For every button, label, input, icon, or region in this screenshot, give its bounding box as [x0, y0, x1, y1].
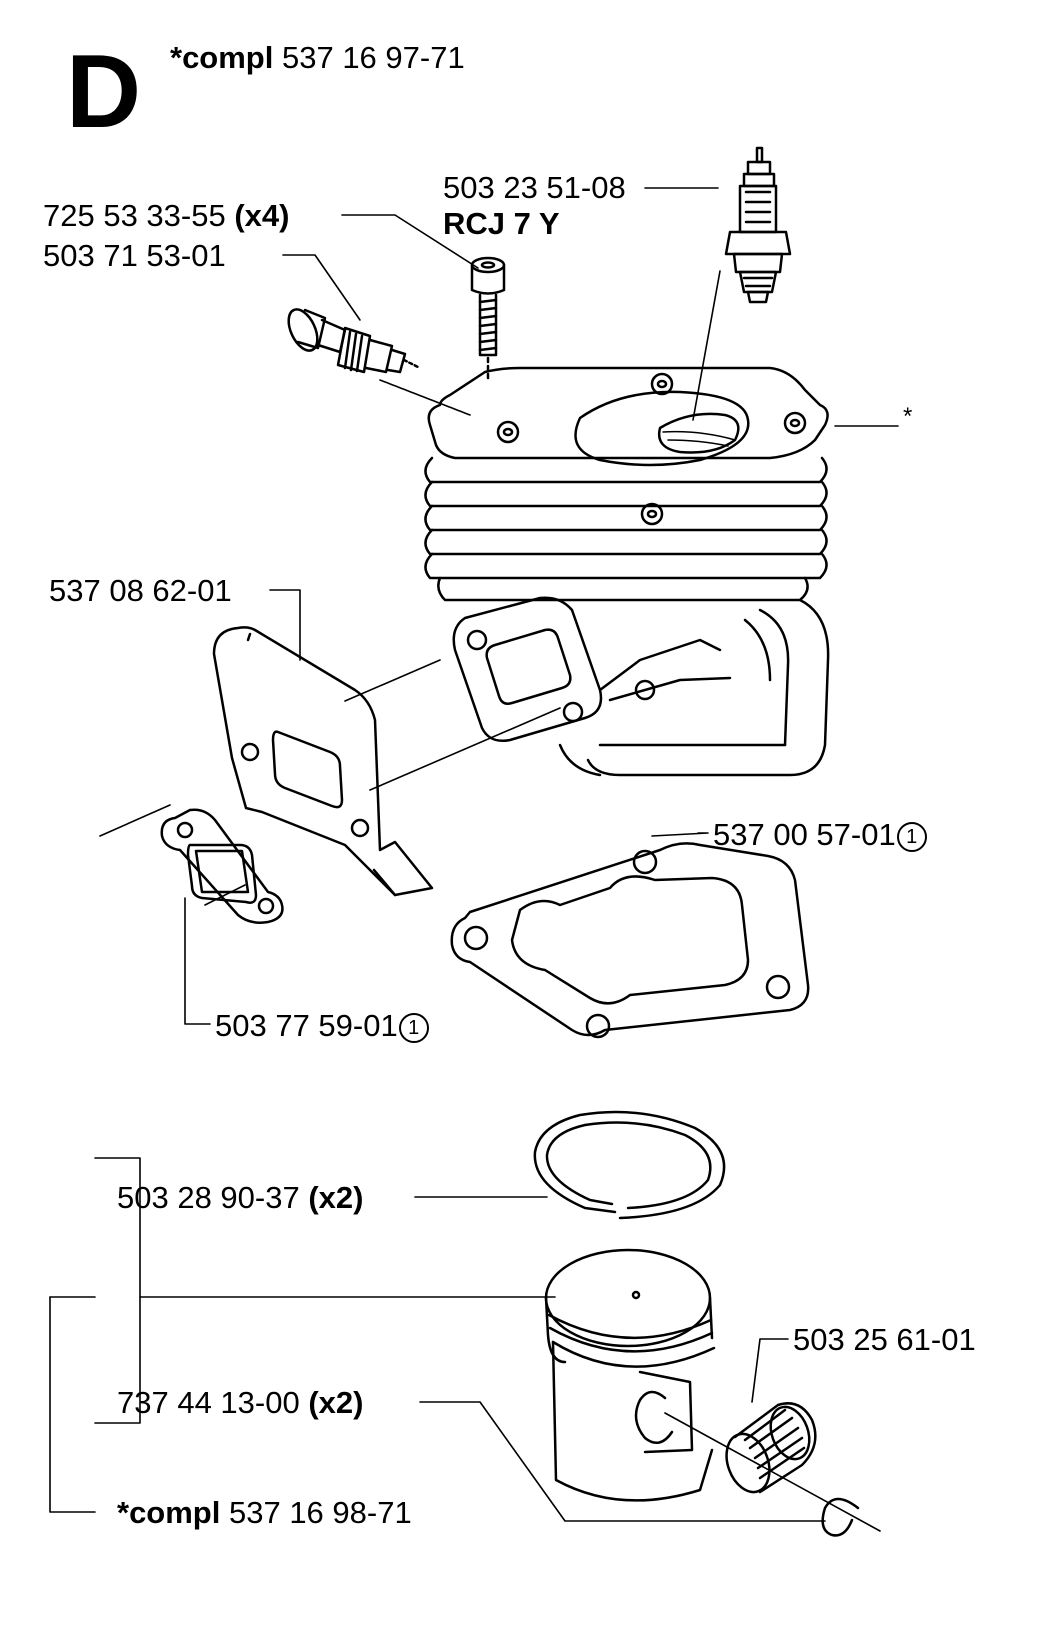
circlip-qty: (x2)	[308, 1385, 364, 1420]
heat-shield-part-number: 537 08 62-01	[49, 573, 232, 608]
decompression-valve-part-number: 503 71 53-01	[43, 238, 226, 273]
cylinder-gasket-part-number: 537 00 57-01	[713, 817, 896, 852]
decompression-valve-drawing	[287, 308, 422, 374]
circlip-callout: 737 44 13-00 (x2)	[117, 1387, 363, 1418]
spark-plug-part-number: 503 23 51-08	[443, 170, 626, 205]
cylinder-gasket-drawing	[450, 842, 810, 1039]
assembly-header-number: 537 16 97-71	[281, 40, 465, 75]
piston-drawing	[544, 1248, 716, 1502]
screw-qty: (x4)	[234, 198, 290, 233]
piston-ring-part-number: 503 28 90-37	[117, 1180, 300, 1215]
cylinder-star-mark: *	[903, 403, 913, 430]
circlip-drawing	[821, 1497, 860, 1537]
piston-ring-qty: (x2)	[308, 1180, 364, 1215]
cylinder-gasket-note-mark: 1	[896, 822, 927, 852]
piston-kit-callout: *compl 537 16 98-71	[117, 1497, 412, 1528]
assembly-header-prefix: *compl	[170, 40, 274, 75]
piston-kit-part-number: 537 16 98-71	[228, 1495, 412, 1530]
piston-ring-drawing	[533, 1110, 726, 1220]
screw-callout: 725 53 33-55 (x4)	[43, 200, 289, 231]
needle-bearing-part-number: 503 25 61-01	[793, 1322, 976, 1357]
screw-part-number: 725 53 33-55	[43, 198, 226, 233]
piston-kit-prefix: *compl	[117, 1495, 221, 1530]
circlip-part-number: 737 44 13-00	[117, 1385, 300, 1420]
screw-drawing	[470, 256, 506, 382]
heat-shield-drawing	[212, 626, 434, 897]
muffler-gasket-note-mark: 1	[398, 1013, 429, 1043]
muffler-gasket-drawing	[160, 808, 284, 924]
spark-plug-type: RCJ 7 Y	[443, 206, 560, 241]
assembly-header: *compl 537 16 97-71	[170, 42, 465, 73]
needle-bearing-drawing	[725, 1402, 817, 1494]
section-letter: D	[66, 34, 142, 150]
piston-ring-callout: 503 28 90-37 (x2)	[117, 1182, 363, 1213]
leader-lines	[49, 187, 899, 1532]
spark-plug-drawing	[724, 146, 792, 304]
cylinder-drawing	[424, 366, 830, 777]
muffler-gasket-part-number: 503 77 59-01	[215, 1008, 398, 1043]
